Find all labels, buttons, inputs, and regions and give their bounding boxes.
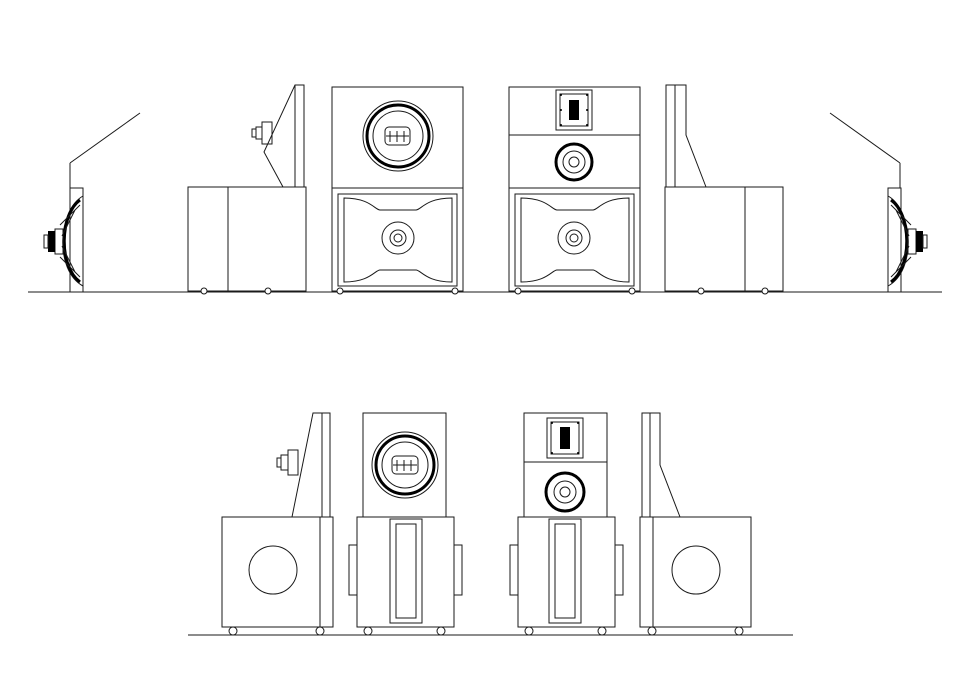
top-row-views xyxy=(28,84,942,295)
cabinet-side-view-right xyxy=(664,84,784,295)
bottom-row-views xyxy=(188,412,793,636)
rear-view-left xyxy=(348,412,463,636)
woofer-side-view-right xyxy=(829,112,928,293)
front-view-horn-right xyxy=(508,86,641,295)
rear-view-right xyxy=(509,412,624,636)
cabinet-side-view-left xyxy=(187,84,307,295)
woofer-side-view-left xyxy=(43,112,141,293)
front-view-horn-left xyxy=(331,86,464,295)
cabinet-side-view-left xyxy=(221,412,334,636)
cabinet-side-view-right xyxy=(639,412,752,636)
